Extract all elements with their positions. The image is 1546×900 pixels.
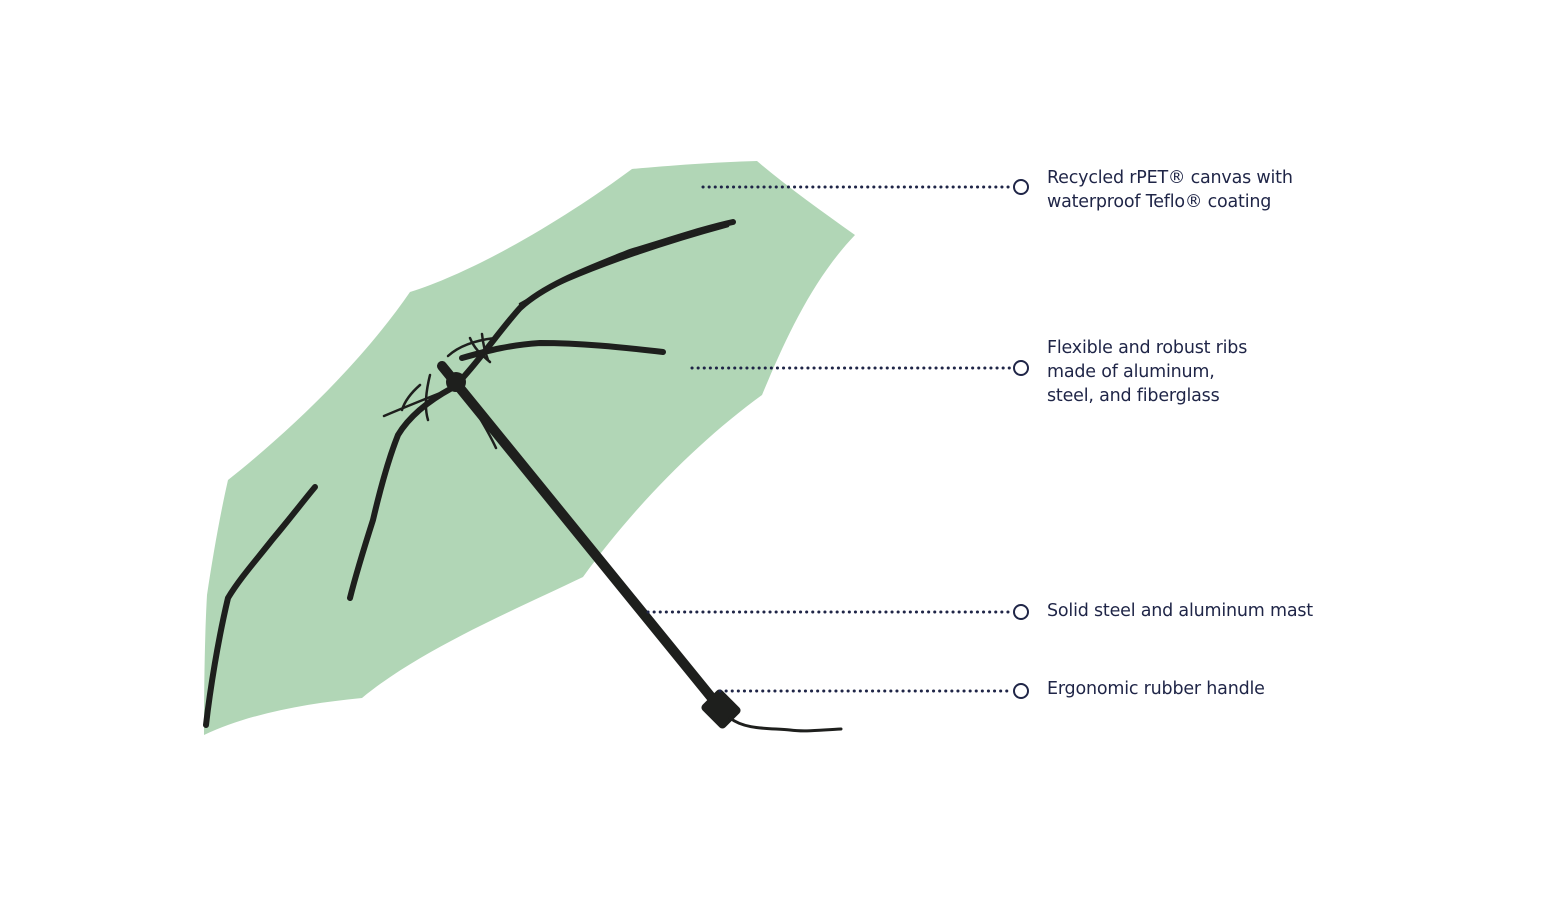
leader-marker-ribs — [1013, 360, 1029, 376]
callout-handle-line-1: Ergonomic rubber handle — [1047, 679, 1265, 699]
callout-mast: Solid steel and aluminum mast — [1047, 599, 1313, 623]
umbrella-frame-icon — [203, 219, 843, 733]
callout-mast-line-1: Solid steel and aluminum mast — [1047, 601, 1313, 621]
umbrella-mast-icon — [437, 361, 725, 713]
callout-ribs: Flexible and robust ribs made of aluminu… — [1047, 336, 1247, 408]
rib-lower-icon — [347, 385, 455, 601]
callout-canopy: Recycled rPET® canvas with waterproof Te… — [1047, 166, 1293, 214]
callout-ribs-line-3: steel, and fiberglass — [1047, 386, 1220, 406]
rib-middle-icon — [459, 339, 666, 361]
callout-leaders — [646, 179, 1029, 699]
umbrella-canopy-icon — [204, 161, 855, 735]
wrist-strap-icon — [728, 716, 843, 733]
rib-upper-icon — [455, 219, 736, 386]
callout-ribs-line-1: Flexible and robust ribs — [1047, 338, 1248, 358]
leader-marker-handle — [1013, 683, 1029, 699]
callout-canopy-line-2: waterproof Teflo® coating — [1047, 192, 1272, 212]
leader-marker-canopy — [1013, 179, 1029, 195]
callout-ribs-line-2: made of aluminum, — [1047, 362, 1215, 382]
leader-marker-mast — [1013, 604, 1029, 620]
callout-handle: Ergonomic rubber handle — [1047, 677, 1265, 701]
callout-canopy-line-1: Recycled rPET® canvas with — [1047, 168, 1293, 188]
